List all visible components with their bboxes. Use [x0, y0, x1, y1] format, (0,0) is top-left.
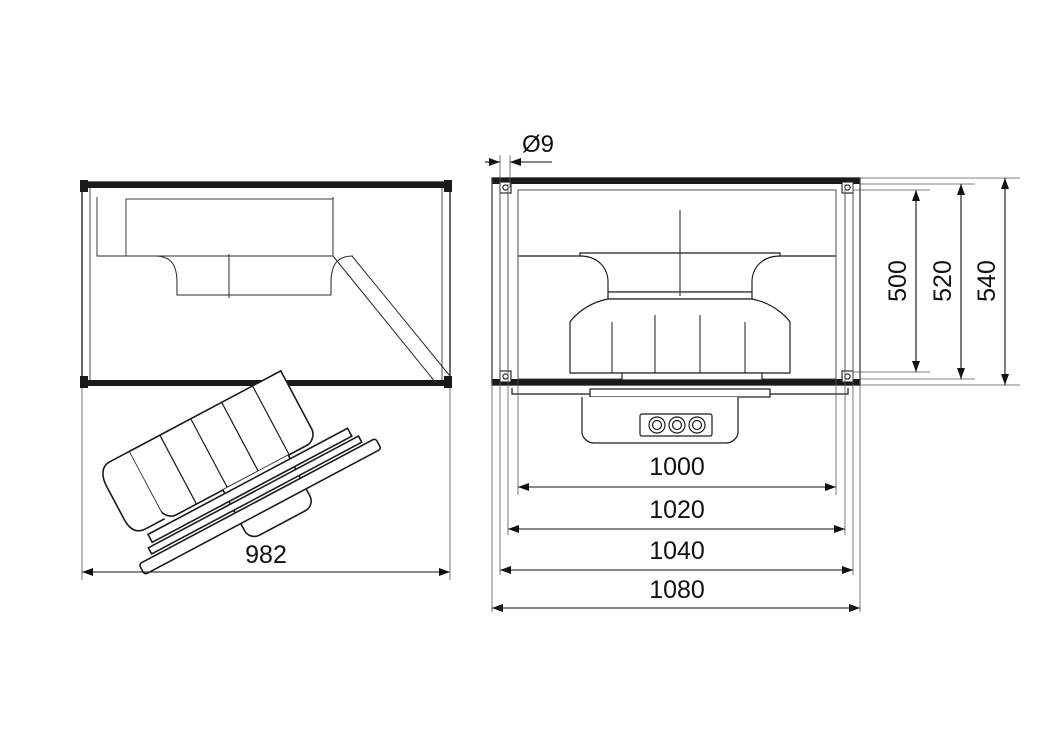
dim-500-label: 500: [884, 260, 912, 302]
cable-gland-3-inner: [691, 419, 703, 431]
dim-1080-label: 1080: [649, 576, 705, 604]
front-view-top-flange: [492, 178, 860, 184]
side-view-deflector-line-b: [351, 255, 451, 377]
corner-hole-br: [844, 373, 851, 380]
diameter-9-callout: Ø9: [485, 131, 554, 188]
side-view-corner-bl: [80, 376, 88, 388]
base-rail-band: [589, 388, 771, 398]
horizontal-dimensions-group: 1000 1020 1040 1080: [491, 178, 861, 612]
dim-1000-label: 1000: [649, 453, 705, 481]
angled-fan-divider-1: [159, 434, 197, 505]
side-view-deflector-line-a: [332, 255, 437, 384]
corner-hole-tr: [844, 184, 851, 191]
fan-bell-right: [751, 255, 781, 292]
cable-gland-1-inner: [651, 419, 663, 431]
angled-fan-rail-lower: [147, 434, 363, 556]
fan-foot-plate: [621, 372, 763, 381]
angled-fan-scroll-body: [127, 369, 314, 517]
side-view-corner-tr: [444, 180, 452, 192]
side-view-corner-br: [444, 376, 452, 388]
fan-scroll-body: [569, 298, 791, 374]
front-view-fan-assembly: [518, 210, 836, 381]
front-view-bottom-flange: [492, 379, 860, 385]
vertical-dimensions-group: 500 520 540: [853, 177, 1020, 386]
corner-hole-tl: [502, 184, 509, 191]
dimension-982: 982: [81, 388, 451, 580]
dim-1020-label: 1020: [649, 496, 705, 524]
side-view-top-flange: [82, 182, 450, 188]
fan-bell-left: [579, 255, 609, 292]
angled-fan-rail-upper: [146, 427, 353, 544]
dim-520-label: 520: [929, 260, 957, 302]
dim-982-label: 982: [245, 541, 287, 569]
dim-1040-label: 1040: [649, 537, 705, 565]
side-view-angled-fan-assembly: [102, 369, 381, 575]
angled-fan-inlet-cone: [102, 450, 165, 532]
side-view-corner-tl: [80, 180, 88, 192]
front-view-base-rail-group: [511, 388, 849, 444]
side-view-inlet-cone: [97, 255, 354, 296]
cable-gland-2-inner: [671, 419, 683, 431]
corner-hole-bl: [502, 373, 509, 380]
dia9-label: Ø9: [522, 131, 554, 158]
dim-540-label: 540: [973, 260, 1001, 302]
angled-fan-divider-2: [190, 418, 228, 488]
angled-fan-divider-4: [252, 385, 290, 456]
angled-fan-divider-3: [221, 402, 259, 472]
